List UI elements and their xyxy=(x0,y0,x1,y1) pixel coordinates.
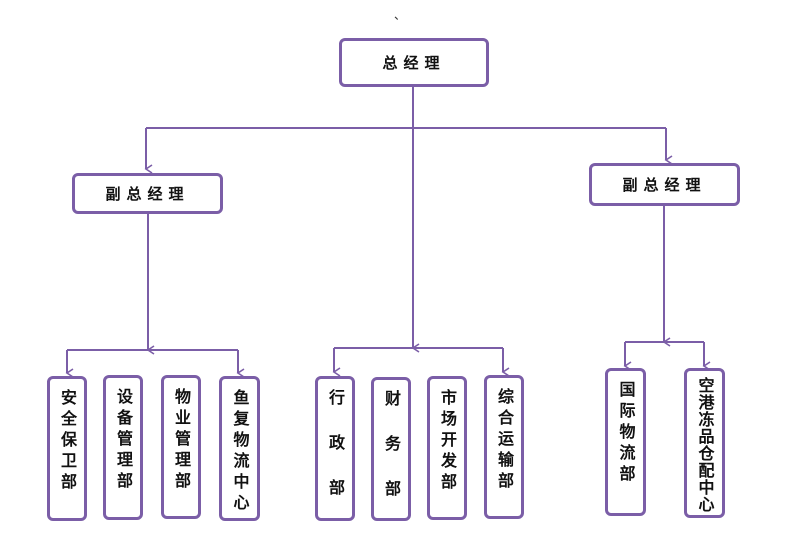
node-dept-administration: 行 政 部 xyxy=(315,376,355,521)
node-left-deputy-gm: 副总经理 xyxy=(72,173,223,214)
node-label: 鱼复物流中心 xyxy=(230,389,250,515)
node-label: 物业管理部 xyxy=(172,388,191,493)
node-label: 财 务 部 xyxy=(382,390,401,501)
node-dept-finance: 财 务 部 xyxy=(371,377,411,521)
node-label: 副总经理 xyxy=(622,176,707,194)
node-label: 综合运输部 xyxy=(495,388,514,493)
node-label: 国际物流部 xyxy=(616,381,636,486)
node-label: 副总经理 xyxy=(105,185,190,203)
node-dept-market-development: 市场开发部 xyxy=(427,376,467,520)
node-dept-airport-frozen-center: 空港冻品仓配中心 xyxy=(684,368,725,518)
node-label: 安全保卫部 xyxy=(58,389,77,494)
node-label: 市场开发部 xyxy=(438,389,457,494)
node-general-manager: 总经理 xyxy=(339,38,489,87)
node-label: 空港冻品仓配中心 xyxy=(695,377,715,513)
node-label: 设备管理部 xyxy=(114,388,133,493)
node-dept-equipment: 设备管理部 xyxy=(103,375,143,520)
node-right-deputy-gm: 副总经理 xyxy=(589,163,740,206)
node-dept-yufu-logistics: 鱼复物流中心 xyxy=(219,376,260,521)
node-label: 行 政 部 xyxy=(326,389,345,500)
stray-mark: 、 xyxy=(394,8,407,22)
node-dept-security: 安全保卫部 xyxy=(47,376,87,521)
node-dept-property: 物业管理部 xyxy=(161,375,201,519)
node-dept-international-logistics: 国际物流部 xyxy=(605,368,646,516)
node-dept-transport: 综合运输部 xyxy=(484,375,524,519)
node-label: 总经理 xyxy=(382,54,446,72)
